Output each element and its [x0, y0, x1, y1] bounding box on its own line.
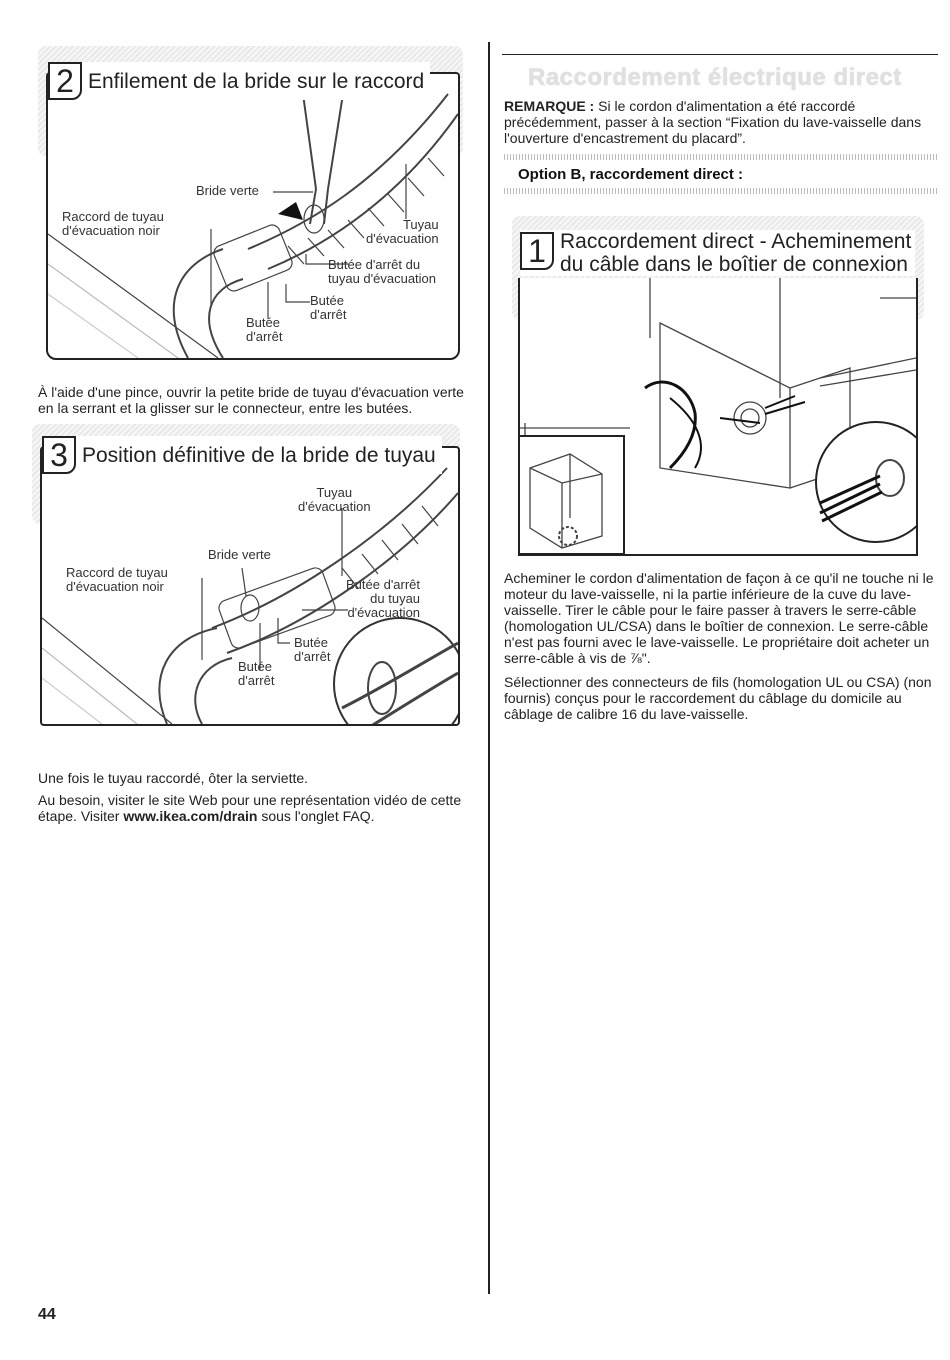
remarque: REMARQUE : Si le cordon d'alimentation a… [504, 98, 924, 146]
option-title: Option B, raccordement direct : [518, 166, 744, 183]
step2-header: 2 Enfilement de la bride sur le raccord [48, 62, 431, 100]
label-raccord-3: Raccord de tuyau d'évacuation noir [66, 565, 168, 594]
right-para-1: Acheminer le cordon d'alimentation de fa… [504, 570, 934, 666]
option-hatch-top [504, 154, 938, 160]
label-tuyau-3: Tuyau d'évacuation [298, 485, 371, 514]
right-step1-number: 1 [520, 232, 554, 270]
right-step1-title-line1: Raccordement direct - Acheminement [560, 230, 912, 253]
step3-title: Position définitive de la bride de tuyau [82, 443, 436, 467]
label-bride-verte: Bride verte [196, 183, 259, 198]
label-bride-verte-3: Bride verte [208, 547, 271, 562]
label-butee-left: Butée d'arrêt [246, 315, 283, 344]
step3-number: 3 [42, 436, 76, 474]
step2-number: 2 [48, 62, 82, 100]
label-butee-tuyau-3: Butée d'arrêt du tuyau d'évacuation [346, 577, 421, 620]
label-butee-tuyau: Butée d'arrêt du tuyau d'évacuation [328, 257, 437, 286]
step3-illustration: Tuyau d'évacuation Bride verte Raccord d… [40, 446, 460, 726]
step2-illustration: Bride verte Raccord de tuyau d'évacuatio… [46, 72, 460, 360]
section-title: Raccordement électrique direct [528, 64, 902, 91]
remarque-text: Si le cordon d'alimentation a été raccor… [504, 98, 922, 146]
step2-caption: À l'aide d'une pince, ouvrir la petite b… [38, 384, 464, 416]
label-butee-right: Butée d'arrêt [310, 293, 347, 322]
right-step1-title: Raccordement direct - Acheminement du câ… [560, 230, 911, 276]
step3-header: 3 Position définitive de la bride de tuy… [42, 436, 442, 474]
step2-title: Enfilement de la bride sur le raccord [88, 69, 425, 93]
label-raccord: Raccord de tuyau d'évacuation noir [62, 209, 164, 238]
step2-hose-drawing [48, 93, 458, 358]
label-tuyau: Tuyau d'évacuation [366, 217, 439, 246]
caption2-post: sous l'onglet FAQ. [257, 808, 375, 824]
option-hatch-bottom [504, 188, 938, 194]
junction-box-drawing [520, 278, 916, 554]
step3-caption-2: Au besoin, visiter le site Web pour une … [38, 792, 468, 824]
page-number: 44 [38, 1306, 56, 1323]
step3-caption-1: Une fois le tuyau raccordé, ôter la serv… [38, 770, 309, 786]
right-step1-illustration [518, 278, 918, 556]
step3-hose-drawing [42, 467, 458, 724]
right-step1-title-line2: du câble dans le boîtier de connexion [560, 253, 908, 276]
right-top-rule [502, 54, 938, 55]
right-step1-header: 1 Raccordement direct - Acheminement du … [520, 230, 916, 276]
label-butee-right-3: Butée d'arrêt [294, 635, 331, 664]
caption2-pre: Au besoin, visiter le site Web pour une … [38, 792, 462, 824]
remarque-label: REMARQUE : [504, 98, 595, 114]
ikea-drain-link[interactable]: www.ikea.com/drain [123, 808, 258, 824]
column-divider [488, 42, 490, 1294]
label-butee-left-3: Butée d'arrêt [238, 659, 275, 688]
right-para-2: Sélectionner des connecteurs de fils (ho… [504, 674, 932, 722]
